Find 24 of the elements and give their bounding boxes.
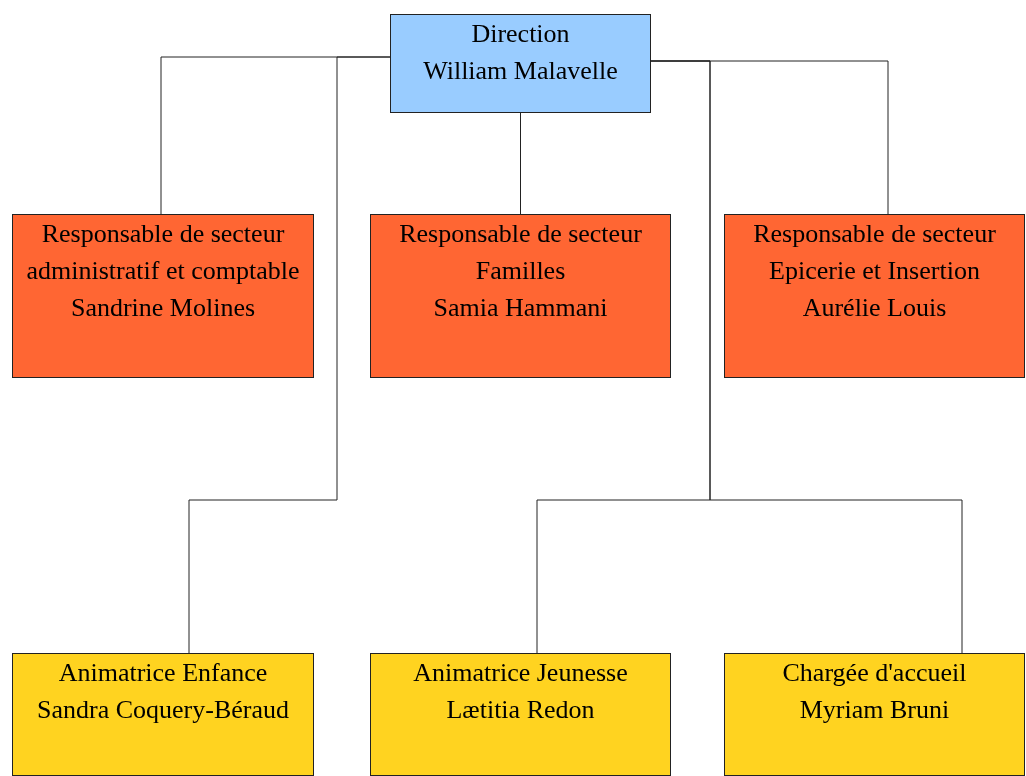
person-name: Aurélie Louis (801, 292, 948, 324)
person-name: Lætitia Redon (445, 694, 596, 726)
role-title: Direction (470, 18, 571, 50)
connector-line (520, 112, 521, 215)
role-title: Animatrice Jeunesse (412, 657, 629, 689)
role-title: Responsable de secteur Familles (398, 218, 643, 287)
role-title: Chargée d'accueil (781, 657, 968, 689)
manager-box (370, 214, 671, 378)
manager-box (724, 214, 1025, 378)
staff-box (724, 653, 1025, 776)
manager-box (12, 214, 314, 378)
role-title: Responsable de secteur Epicerie et Insertion (752, 218, 997, 287)
role-title: Responsable de secteur administratif et comptable (25, 218, 301, 287)
person-name: Sandra Coquery-Béraud (36, 694, 290, 726)
person-name: Samia Hammani (432, 292, 609, 324)
role-title: Animatrice Enfance (57, 657, 269, 689)
director-box (390, 14, 651, 113)
staff-box (370, 653, 671, 776)
person-name: William Malavelle (422, 55, 619, 87)
person-name: Sandrine Molines (69, 292, 257, 324)
connector-line (188, 56, 391, 654)
person-name: Myriam Bruni (798, 694, 951, 726)
connector-line (650, 60, 963, 654)
staff-box (12, 653, 314, 776)
